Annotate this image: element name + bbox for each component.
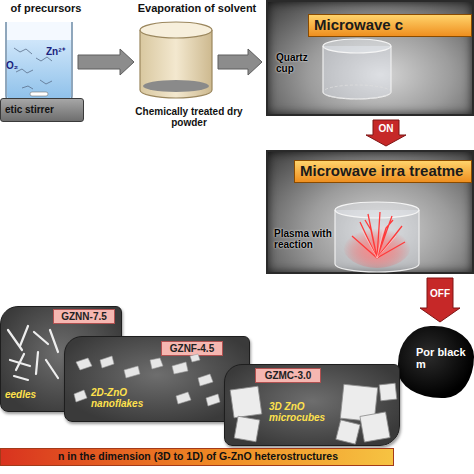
switch-label: OFF xyxy=(430,288,450,299)
process-arrow xyxy=(218,49,262,75)
porous-black-material: Por black m xyxy=(398,326,474,398)
product-label: Chemically treated dry powder xyxy=(134,106,244,128)
drying-dish: Evaporation of solventChemically treated… xyxy=(138,22,214,102)
beaker xyxy=(6,22,72,100)
banner-text: n in the dimension (3D to 1D) of G-ZnO h… xyxy=(1,451,395,463)
process-arrow-down xyxy=(420,278,460,322)
sample-code: GZMC-3.0 xyxy=(255,368,321,383)
quartz-cup xyxy=(323,39,391,99)
ion-label: Zn²⁺ xyxy=(46,46,74,57)
step-label: Evaporation of solvent xyxy=(132,2,262,14)
stirrer-label: etic stirrer xyxy=(5,104,81,115)
evaporation-dish xyxy=(140,22,212,98)
sample-panel: GZNF-4.5 2D-ZnO nanoflakes xyxy=(64,336,250,422)
switch-label: ON xyxy=(379,122,394,133)
process-arrow-down xyxy=(366,120,406,146)
precursor-beaker: of precursorsO₂Zn²⁺ xyxy=(2,20,74,100)
morphology-label: 2D-ZnO nanoflakes xyxy=(91,387,163,409)
part-label: Quartz cup xyxy=(276,52,324,74)
ion-label: O₂ xyxy=(6,60,28,71)
zno-nanoneedles xyxy=(8,326,58,380)
zno-microcubes xyxy=(230,383,397,444)
sample-code: GZNF-4.5 xyxy=(161,341,223,356)
sample-panel: GZMC-3.0 3D ZnO microcubes xyxy=(224,364,400,446)
chamber-title: Microwave c xyxy=(308,14,472,37)
zno-nanoflakes xyxy=(74,354,220,406)
morphology-label: 3D ZnO microcubes xyxy=(269,401,335,423)
step-label: of precursors xyxy=(0,2,92,14)
chamber-title: Microwave irra treatme xyxy=(294,160,472,183)
sample-code: GZNN-7.5 xyxy=(53,309,115,324)
part-label: Plasma with reaction xyxy=(274,228,332,250)
magnetic-stirrer: etic stirrer xyxy=(0,98,84,122)
microwave-chamber: Microwave c Quartz cup xyxy=(266,0,474,116)
dimension-banner: n in the dimension (3D to 1D) of G-ZnO h… xyxy=(0,448,394,466)
plasma-cup xyxy=(335,202,419,272)
product-label: Por black m xyxy=(416,346,466,370)
process-arrow xyxy=(78,49,134,75)
morphology-label: eedles xyxy=(5,389,65,400)
irradiation-chamber: Microwave irra treatmePlasma with reacti… xyxy=(266,150,474,274)
